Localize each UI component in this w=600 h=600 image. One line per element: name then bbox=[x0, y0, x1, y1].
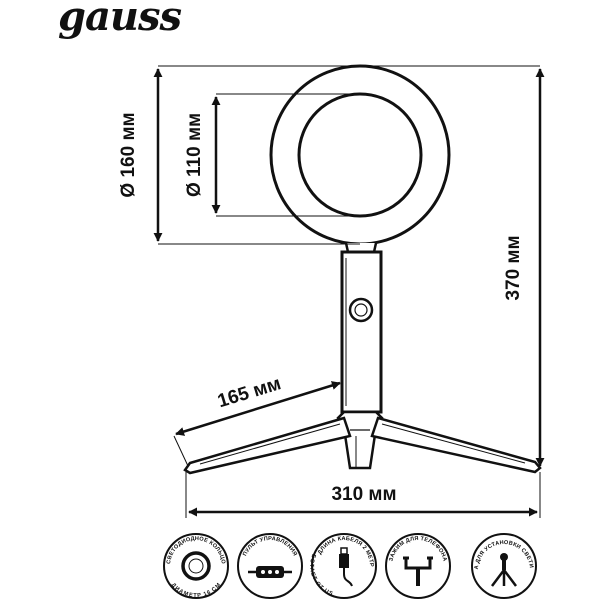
feature-tripod: ТРЕНОГА ДЛЯ УСТАНОВКИ СВЕТИЛЬНИКА bbox=[471, 533, 537, 599]
tripod-leg-left bbox=[183, 416, 352, 475]
svg-text:ПУЛЬТ УПРАВЛЕНИЯ: ПУЛЬТ УПРАВЛЕНИЯ bbox=[242, 536, 298, 557]
base-width-label: 310 мм bbox=[331, 484, 396, 505]
brand-logo: gauss bbox=[58, 0, 181, 40]
leg-length-arrow bbox=[175, 381, 341, 436]
ring-light-drawing bbox=[183, 64, 542, 475]
control-button bbox=[348, 297, 374, 323]
feature-phone-clamp-text: ЗАЖИМ ДЛЯ ТЕЛЕФОНА bbox=[388, 536, 447, 562]
phone-clamp-icon bbox=[403, 556, 433, 586]
leg-length-label: 165 мм bbox=[215, 373, 283, 412]
usb-cable-icon bbox=[339, 547, 353, 587]
stand-column bbox=[340, 250, 383, 414]
feature-control-panel-text: ПУЛЬТ УПРАВЛЕНИЯ bbox=[242, 536, 297, 557]
feature-control-panel: ПУЛЬТ УПРАВЛЕНИЯ bbox=[237, 533, 303, 599]
outer-diameter-label: Ø 160 мм bbox=[118, 112, 139, 197]
feature-led-ring-text-bottom: ДИАМЕТР 16 СМ bbox=[170, 582, 222, 599]
svg-text:СВЕТОДИОДНОЕ КОЛЬЦО: СВЕТОДИОДНОЕ КОЛЬЦО bbox=[166, 536, 226, 565]
height-label: 370 мм bbox=[503, 235, 524, 300]
svg-text:ЗАЖИМ ДЛЯ ТЕЛЕФОНА: ЗАЖИМ ДЛЯ ТЕЛЕФОНА bbox=[388, 536, 447, 562]
feature-led-ring: СВЕТОДИОДНОЕ КОЛЬЦО ДИАМЕТР 16 СМ bbox=[163, 533, 229, 599]
inner-diameter-label: Ø 110 мм bbox=[184, 113, 205, 197]
led-ring-icon bbox=[181, 551, 211, 581]
dimension-lines bbox=[153, 65, 545, 518]
tripod-icon bbox=[491, 553, 517, 587]
control-panel-icon bbox=[248, 566, 292, 578]
feature-usb-cable: ДЛИНА КАБЕЛЯ 2 МЕТРА РАБОТАЕТ ОТ USB bbox=[308, 533, 377, 599]
feature-led-ring-text-top: СВЕТОДИОДНОЕ КОЛЬЦО bbox=[166, 536, 226, 565]
feature-icons-row: СВЕТОДИОДНОЕ КОЛЬЦО ДИАМЕТР 16 СМ ПУЛЬТ … bbox=[163, 533, 537, 599]
feature-phone-clamp: ЗАЖИМ ДЛЯ ТЕЛЕФОНА bbox=[385, 533, 451, 599]
svg-text:ДИАМЕТР 16 СМ: ДИАМЕТР 16 СМ bbox=[170, 582, 223, 599]
tripod-leg-right bbox=[370, 416, 542, 474]
